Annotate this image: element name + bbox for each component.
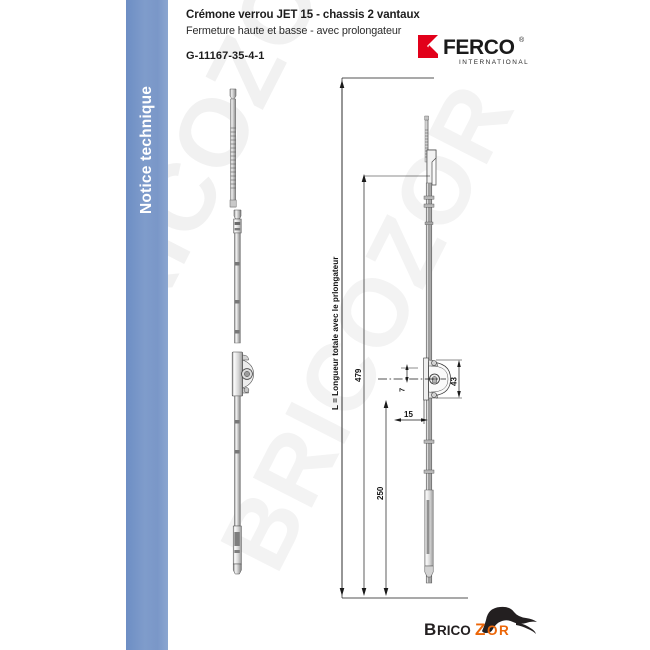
view-right-assembly: [423, 115, 451, 584]
technical-drawing: L = Longueur totale avec le prlongateur …: [229, 77, 468, 599]
ferco-registered-mark: ®: [519, 36, 525, 44]
bricozor-letter-z: Z: [475, 620, 485, 639]
bricozor-letter-o: O: [487, 623, 498, 638]
ferco-flag-icon: [418, 35, 438, 58]
dimension-total-length-label: L = Longueur totale avec le prlongateur: [331, 256, 340, 410]
bricozor-logo: B RICO Z O R: [424, 606, 537, 639]
dimension-479: 479: [354, 174, 430, 596]
bricozor-letters-rico: RICO: [437, 623, 471, 638]
dimension-7: 7: [398, 364, 418, 392]
bricozor-dinosaur-icon: [482, 606, 537, 634]
document-canvas: BRICOZOR BRICOZOR Crémone verrou JET 15 …: [168, 0, 650, 650]
dimension-witness-lines: [341, 77, 468, 599]
ferco-logo: FERCO ® INTERNATIONAL: [418, 35, 528, 66]
dimension-15: 15: [394, 400, 428, 424]
dimension-43: 43: [436, 359, 462, 399]
sidebar-label-notice-technique: Notice technique: [138, 85, 155, 215]
view-left-lock: [231, 209, 254, 575]
upper-cam-studs: [423, 195, 435, 225]
dimension-total-length: L = Longueur totale avec le prlongateur: [331, 80, 345, 596]
dimension-43-label: 43: [450, 377, 459, 386]
ferco-wordmark: FERCO: [443, 36, 515, 59]
dimension-479-label: 479: [354, 368, 363, 382]
bricozor-letter-r: R: [499, 623, 509, 638]
view-left-profile: [229, 88, 237, 208]
dimension-7-label: 7: [398, 388, 407, 392]
title-block: Crémone verrou JET 15 - chassis 2 vantau…: [186, 8, 486, 62]
dimension-250: 250: [376, 400, 389, 596]
page-subtitle: Fermeture haute et basse - avec prolonga…: [186, 24, 402, 37]
lock-gearbox-profile: [231, 351, 254, 397]
extension-connector: [426, 149, 437, 186]
dimension-15-label: 15: [404, 410, 413, 419]
document-reference: G-11167-35-4-1: [186, 50, 265, 63]
left-page-margin: [0, 0, 126, 650]
page-title: Crémone verrou JET 15 - chassis 2 vantau…: [186, 9, 420, 21]
upper-extension-rod: [424, 115, 429, 163]
dimension-250-label: 250: [376, 486, 385, 500]
sidebar-banner: [126, 0, 168, 650]
ferco-tagline: INTERNATIONAL: [459, 59, 528, 66]
lower-cam-studs: [423, 439, 435, 474]
bricozor-letter-b: B: [424, 620, 436, 639]
